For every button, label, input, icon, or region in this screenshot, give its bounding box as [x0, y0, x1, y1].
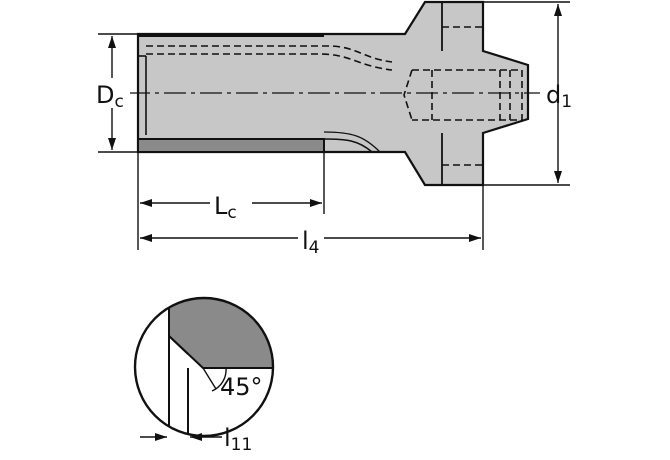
detail-view: 45° l11: [133, 296, 275, 455]
lower-flute-curve: [323, 138, 373, 153]
l4-label: l4: [302, 227, 320, 258]
d1-label: d1: [546, 81, 572, 112]
dc-label: Dc: [96, 81, 124, 112]
insert-strip: [137, 138, 325, 153]
main-view: [128, 0, 540, 187]
l11-label: l11: [224, 424, 252, 455]
lc-label: Lc: [214, 192, 237, 223]
hidden-lines: [146, 26, 523, 166]
lower-flute-curve-2: [323, 131, 381, 153]
angle-label: 45°: [220, 373, 263, 401]
